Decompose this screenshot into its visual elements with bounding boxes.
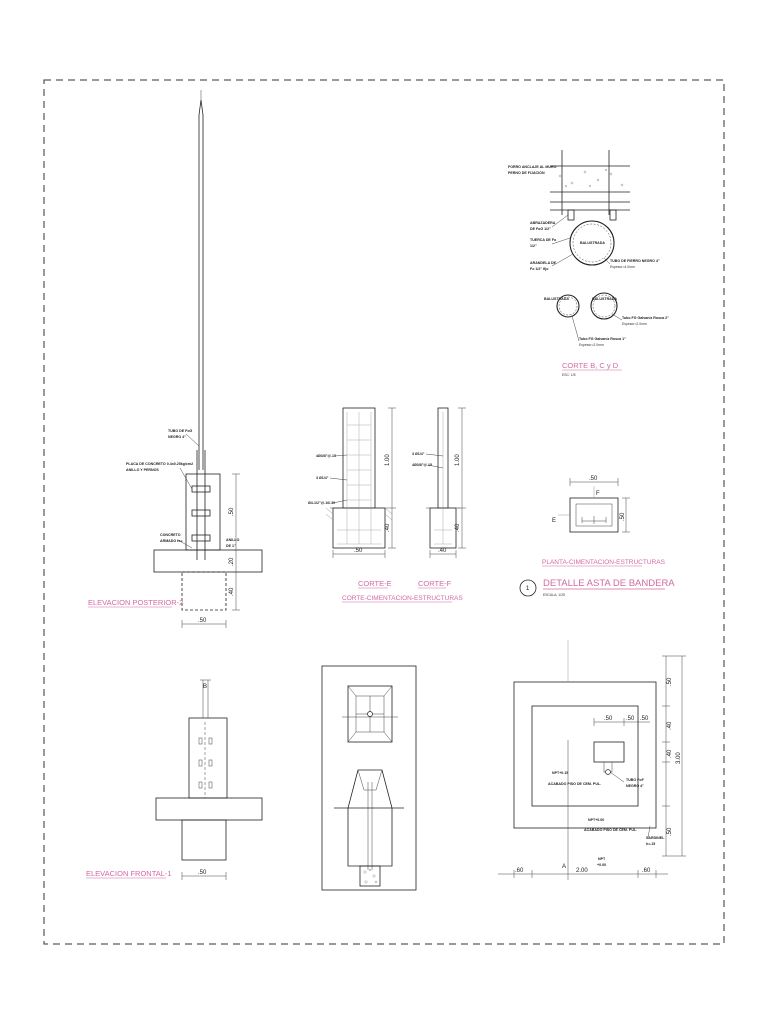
- title-detalle-asta: DETALLE ASTA DE BANDERA: [543, 578, 675, 589]
- cf-note-b: 4Ø3/8"@.15: [412, 463, 432, 467]
- title-planta-cimentacion: PLANTA-CIMENTACION-ESTRUCTURAS: [542, 559, 666, 566]
- pl-marker-e: E: [552, 518, 556, 524]
- pl-marker-f: F: [596, 491, 600, 497]
- pp-dim-r50: .50: [667, 677, 673, 686]
- elevacion-posterior: .50 .20 .40 .50 TUBO DE FoG NEGRO 4" PLA…: [88, 90, 263, 628]
- bcd-balustrada-3: BALUSTRADA: [592, 297, 617, 301]
- pp-note-npt1: NPT+0.15: [552, 771, 568, 775]
- planta-general: .50 .50 .50 .50 .40 3.00 .40 .50 .60 2.0…: [498, 640, 686, 880]
- bcd-note-tubo-b2: Espesor=2.0mm: [622, 322, 647, 326]
- pp-dim-50a: .50: [604, 716, 613, 722]
- bcd-note-tuerca2: 1/2": [530, 244, 537, 248]
- ep-note-anillo: ANILLO: [226, 538, 240, 542]
- pp-note-tubo2: NEGRO 4": [626, 784, 644, 788]
- bcd-note-tubo-r1: TUBO DE FIERRO NEGRO 4": [610, 259, 660, 263]
- ef-marker-b: B: [203, 684, 207, 690]
- bcd-note-tubo-c1: Tubo FG Galvaniz Rosca 1": [579, 337, 626, 341]
- bcd-balustrada-2: BALUSTRADA: [544, 297, 569, 301]
- pl-dim-top: .50: [589, 476, 598, 482]
- ep-dim-40: .40: [229, 587, 235, 596]
- ep-dim-20: .20: [229, 557, 235, 566]
- ep-note-tubo: TUBO DE FoG: [168, 429, 193, 433]
- pp-dim-r300: 3.00: [676, 752, 682, 764]
- bcd-note-arandela2: Fo 1/2" fijo: [530, 267, 549, 271]
- pp-note-npt4: +0.00: [597, 863, 606, 867]
- ep-note-concreto: CONCRETO: [160, 533, 181, 537]
- title-corte-e: CORTE-E: [358, 579, 392, 588]
- title-corte-bcd: CORTE B, C y D: [562, 361, 619, 370]
- ep-note-platina2: ANILLO Y PERNOS: [126, 468, 159, 472]
- pp-note-sardinel2: h=.15: [646, 842, 655, 846]
- bcd-note-abraz2: DE FoG 1/2": [530, 227, 551, 231]
- pp-note-sardinel: SARDINEL: [646, 836, 665, 840]
- pl-dim-side: .50: [620, 512, 626, 521]
- bcd-note-techo2: PERNO DE FIJACION: [508, 171, 545, 175]
- bcd-note-tubo-r2: Espesor=4.0mm: [610, 265, 635, 269]
- bcd-balustrada-1: BALUSTRADA: [580, 241, 605, 245]
- pp-dim-b60: .60: [515, 868, 524, 874]
- pp-note-acab2: ACABADO PISO DE CEM. PUL.: [584, 828, 637, 832]
- bcd-note-techo1: FORRO ANCLAJE AL MURO: [508, 165, 557, 169]
- corte-bcd-scale: ESC: 1/5: [562, 373, 576, 377]
- pp-dim-r40: .40: [667, 721, 673, 730]
- bcd-note-tubo-c2: Espesor=2.0mm: [579, 343, 604, 347]
- ef-dim-bottom: .50: [198, 870, 207, 876]
- pp-dim-b200: 2.00: [576, 868, 588, 874]
- corte-f: 1.00 .40 .40 3 Ø1/4" 4Ø3/8"@.15 CORTE-F …: [342, 407, 466, 603]
- ep-note-platina: PLACA DE CONCRETO 0.4x0.25kg/cm2: [126, 462, 193, 466]
- detalle-pedestal: [321, 665, 417, 891]
- detalle-number: 1: [526, 586, 530, 592]
- sheet-border: [43, 79, 725, 945]
- pp-note-acab1: ACABADO PISO DE CEM. PUL.: [548, 782, 601, 786]
- pp-dim-50c: .50: [640, 716, 649, 722]
- pp-dim-r50b: .50: [667, 827, 673, 836]
- ce-dim-40: .40: [385, 523, 391, 532]
- ce-dim-100: 1.00: [385, 454, 391, 466]
- cf-dim-40: .40: [455, 523, 461, 532]
- ep-dim-bottom: .50: [198, 618, 207, 624]
- bcd-note-tubo-b1: Tubo FG Galvaniz Rosca 2": [622, 316, 669, 320]
- cf-dim-bottom: .40: [438, 548, 447, 554]
- ep-note-concreto2: ARMADO fc=: [160, 539, 182, 543]
- pp-marker-a: A: [562, 864, 566, 870]
- detalle-scale: ESCALA: 1/25: [543, 593, 565, 597]
- bcd-note-tuerca1: TUERCA DE Fo: [530, 238, 557, 242]
- cf-note-a: 3 Ø1/4": [412, 452, 425, 456]
- title-corte-cimentacion: CORTE-CIMENTACION-ESTRUCTURAS: [342, 595, 463, 602]
- pp-dim-50b: .50: [626, 716, 635, 722]
- corte-e: 1.00 .40 .50 4Ø3/8"@.15 3 Ø1/4" Ø4-1/2"@…: [308, 407, 396, 589]
- ce-note-a: 4Ø3/8"@.15: [316, 454, 336, 458]
- elevacion-frontal: B .50 ELEVACION FRONTAL-1: [86, 679, 263, 880]
- ce-note-c: Ø4-1/2"@.10/.30: [308, 501, 335, 505]
- planta-cimentacion: .50 .50 F E PLANTA-CIMENTACION-ESTRUCTUR…: [519, 476, 675, 597]
- bcd-note-abraz1: ABRAZADERA: [530, 221, 556, 225]
- ep-note-tubo2: NEGRO 4": [168, 435, 186, 439]
- pp-dim-r40b: .40: [667, 749, 673, 758]
- bcd-note-arandela1: ARANDELA DE: [530, 261, 557, 265]
- ep-note-anillo2: DE 1": [226, 544, 236, 548]
- cf-dim-100: 1.00: [455, 454, 461, 466]
- ce-note-b: 3 Ø1/4": [316, 476, 329, 480]
- pp-note-tubo: TUBO FoF: [626, 778, 645, 782]
- pp-dim-b60b: .60: [642, 868, 651, 874]
- ce-dim-bottom: .50: [354, 548, 363, 554]
- title-corte-f: CORTE-F: [418, 579, 452, 588]
- title-elevacion-frontal: ELEVACION FRONTAL-1: [86, 869, 172, 878]
- pp-note-npt3: NPT: [598, 857, 606, 861]
- ep-dim-50: .50: [229, 507, 235, 516]
- pp-note-npt2: NPT+0.00: [588, 818, 604, 822]
- title-elevacion-posterior: ELEVACION POSTERIOR-2: [88, 598, 183, 607]
- corte-bcd: BALUSTRADA BALUSTRADA BALUSTRADA FORRO A…: [508, 150, 669, 377]
